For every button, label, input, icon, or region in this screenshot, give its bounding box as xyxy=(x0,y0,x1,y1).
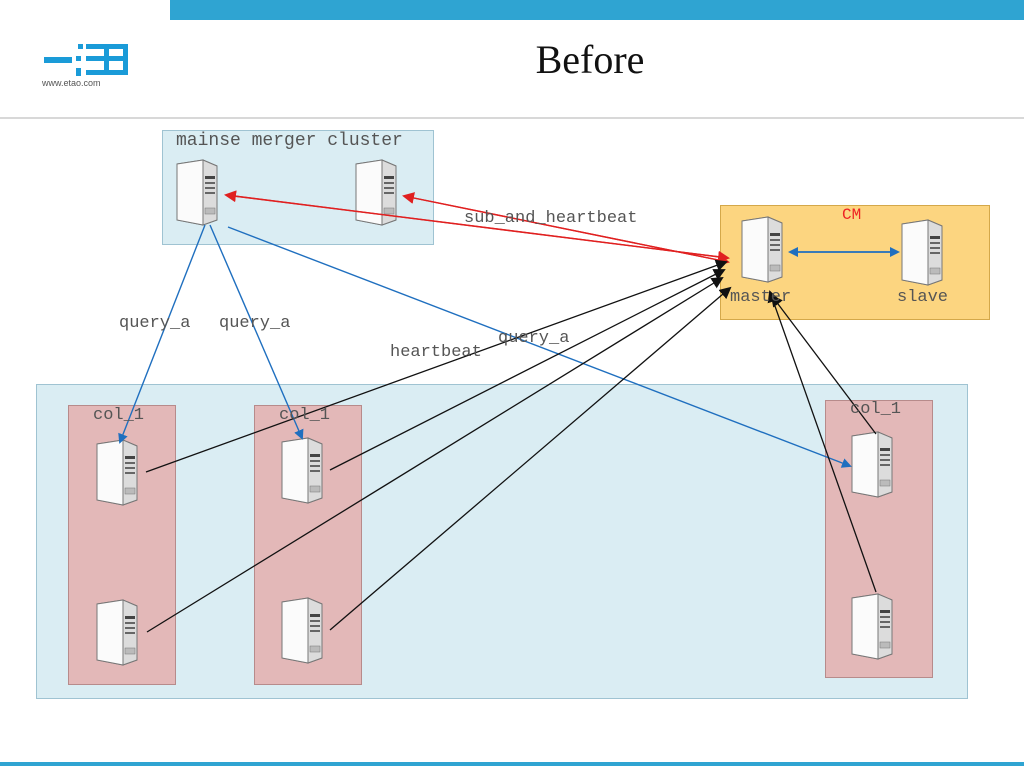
query-label-middle: query_a xyxy=(219,314,291,333)
query-label-right: query_a xyxy=(498,329,570,348)
slave-label: slave xyxy=(897,288,949,307)
sub-arrow-to-master-2 xyxy=(403,195,730,266)
master-label: master xyxy=(730,288,792,307)
column-label-3: col_1 xyxy=(850,400,902,419)
query-arrow-col3 xyxy=(227,226,852,468)
heartbeat-arrow-col2-bottom xyxy=(329,286,732,631)
slide-title: Before xyxy=(535,37,645,82)
query-label-left: query_a xyxy=(119,314,191,333)
heartbeat-label: heartbeat xyxy=(390,343,482,362)
bottom-accent-bar xyxy=(0,762,1024,766)
heartbeat-arrow-col3-top xyxy=(770,294,877,435)
logo-url: www.etao.com xyxy=(42,78,101,88)
heartbeat-arrow-col1-bottom xyxy=(146,276,724,633)
sub-and-heartbeat-label: sub_and_heartbeat xyxy=(464,209,638,228)
search-cluster-box xyxy=(36,384,968,699)
heartbeat-arrow-col3-bottom xyxy=(767,290,877,593)
etao-logo-mark xyxy=(44,44,128,76)
query-arrow-col2 xyxy=(209,224,304,440)
heartbeat-arrow-col2-top xyxy=(329,269,726,471)
top-accent-bar xyxy=(170,0,1024,20)
column-label-2: col_1 xyxy=(279,406,331,425)
cm-label: CM xyxy=(842,206,862,224)
header-divider xyxy=(0,117,1024,119)
etao-logo: www.etao.com xyxy=(42,40,134,92)
query-arrow-col1 xyxy=(118,224,206,444)
column-label-1: col_1 xyxy=(93,406,145,425)
merger-cluster-label: mainse merger cluster xyxy=(176,131,403,151)
heartbeat-arrow-col1-top xyxy=(145,259,728,473)
sub-arrow-to-master-1 xyxy=(225,194,730,263)
